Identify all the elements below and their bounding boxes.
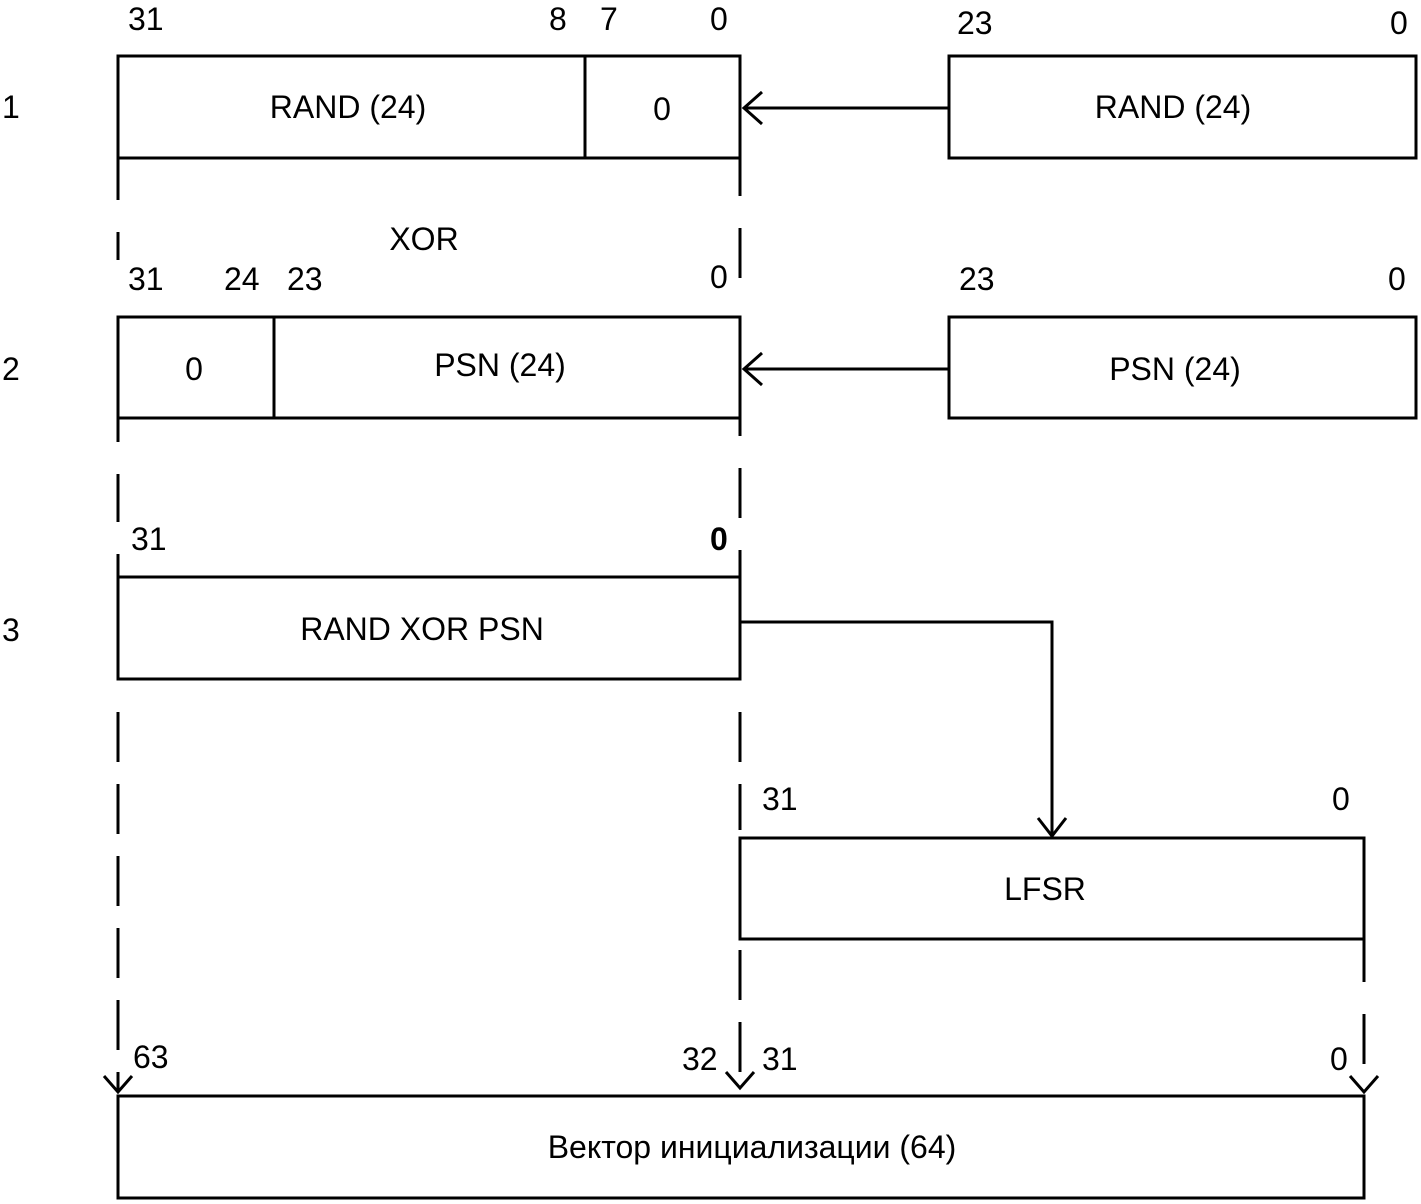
lfsr-register: LFSR 31 0 [738,781,1366,941]
row3-register-box [116,575,742,681]
row1-arrow [741,90,949,126]
row2-register-box [116,315,742,420]
row-number-1: 1 [2,89,20,125]
row2-bit31: 31 [128,261,164,297]
row2-bit23: 23 [287,261,323,297]
lfsr-bit31: 31 [762,781,798,817]
lfsr-box [738,836,1366,941]
row2-register: 0 PSN (24) 31 24 23 0 [116,259,742,420]
row2-source-box [947,315,1418,420]
row3-bit31: 31 [131,521,167,557]
row1-bit7: 7 [600,1,618,37]
xor-operator: XOR [389,221,458,257]
row1-bit0: 0 [710,1,728,37]
iv-mid-arrowhead [724,1071,756,1091]
row2-bit24: 24 [224,261,260,297]
row-number-2: 2 [2,351,20,387]
row1-register-box [116,54,742,160]
row1-source-box [947,54,1418,160]
iv-bit32: 32 [682,1041,718,1077]
row3-to-lfsr-arrow [740,620,1068,839]
lfsr-field: LFSR [1004,871,1086,907]
iv-box [116,1094,1366,1200]
row3-field: RAND XOR PSN [300,611,544,647]
iv-field: Вектор инициализации (64) [548,1129,957,1165]
row1-source-bit23: 23 [957,5,993,41]
iv-left-arrowhead [102,1075,134,1095]
row1-bit8: 8 [549,1,567,37]
iv-bit31: 31 [762,1041,798,1077]
row2-bit0: 0 [710,259,728,295]
row2-source-register: PSN (24) 23 0 [947,261,1418,420]
row3-bit0: 0 [710,521,728,557]
row1-source-field: RAND (24) [1095,89,1251,125]
row2-psn-field: PSN (24) [434,347,566,383]
lfsr-bit0: 0 [1332,781,1350,817]
row2-source-bit23: 23 [959,261,995,297]
iv-register: Вектор инициализации (64) 63 32 31 0 [116,1039,1366,1200]
row1-bit31: 31 [128,1,164,37]
row1-zero-field: 0 [653,91,671,127]
row2-source-field: PSN (24) [1109,351,1241,387]
row2-arrow [741,351,949,387]
row3-register: RAND XOR PSN 31 0 [116,521,742,681]
row1-rand-field: RAND (24) [270,89,426,125]
row2-source-bit0: 0 [1388,261,1406,297]
row-number-3: 3 [2,612,20,648]
row1-source-bit0: 0 [1390,5,1408,41]
iv-right-arrowhead [1348,1075,1380,1095]
row1-register: RAND (24) 0 31 8 7 0 [116,1,742,160]
row2-zero-field: 0 [185,351,203,387]
row1-source-register: RAND (24) 23 0 [947,5,1418,160]
iv-bit0: 0 [1330,1041,1348,1077]
iv-bit63: 63 [133,1039,169,1075]
